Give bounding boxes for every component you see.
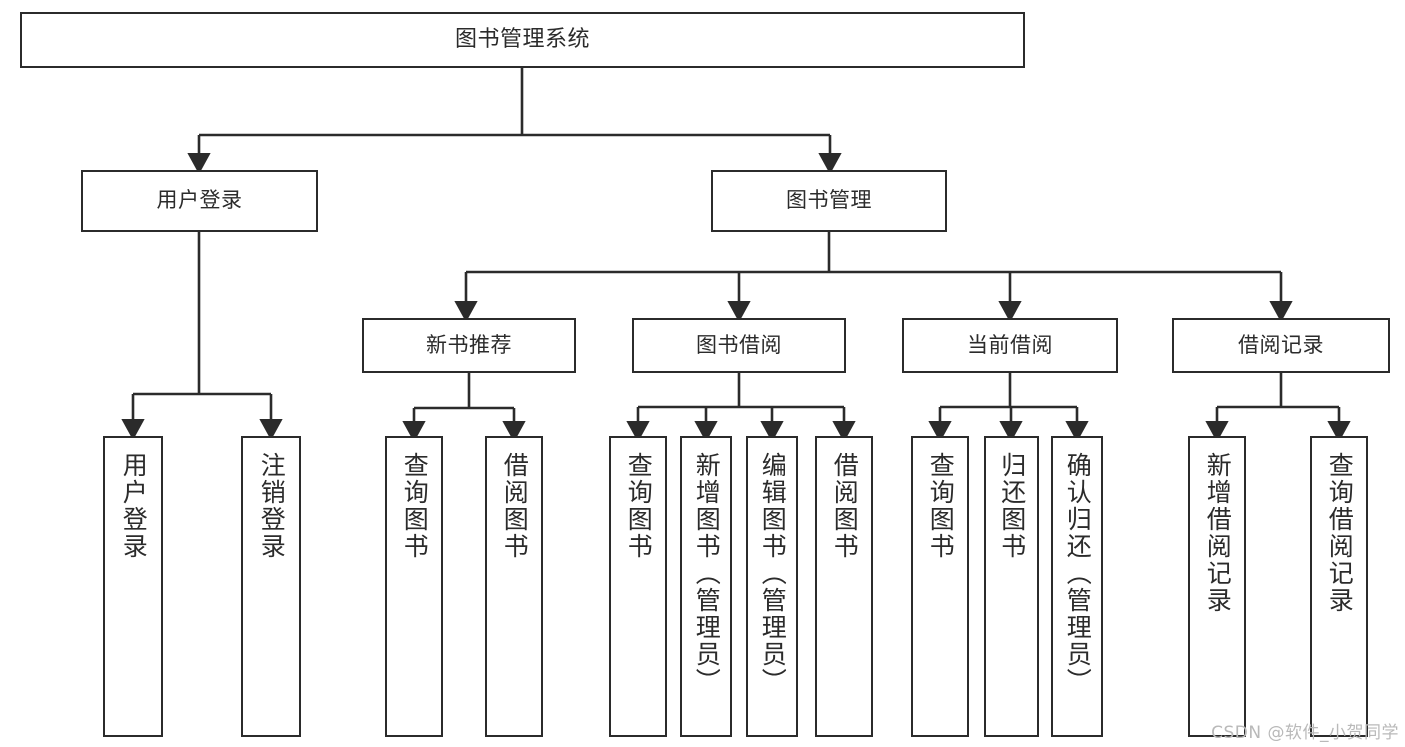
leaf-query-book-borrow[interactable]: 查询图书: [609, 436, 667, 737]
watermark: CSDN @软件_小贺同学: [1211, 723, 1399, 743]
leaf-query-record[interactable]: 查询借阅记录: [1310, 436, 1368, 737]
node-root-system[interactable]: 图书管理系统: [20, 12, 1025, 68]
leaf-add-book[interactable]: 新增图书（管理员）: [680, 436, 732, 737]
node-current-borrow[interactable]: 当前借阅: [902, 318, 1118, 373]
node-label: 注销登录: [257, 452, 287, 560]
node-label: 查询图书: [926, 452, 956, 560]
leaf-query-book-rec[interactable]: 查询图书: [385, 436, 443, 737]
leaf-user-logout[interactable]: 注销登录: [241, 436, 301, 737]
node-label: 图书管理: [786, 188, 872, 213]
node-label: 编辑图书（管理员）: [758, 452, 788, 695]
node-label: 借阅记录: [1238, 332, 1324, 357]
leaf-user-login[interactable]: 用户登录: [103, 436, 163, 737]
node-book-borrow[interactable]: 图书借阅: [632, 318, 846, 373]
node-label: 图书借阅: [696, 332, 782, 357]
node-label: 当前借阅: [967, 332, 1053, 357]
node-label: 用户登录: [156, 188, 243, 213]
leaf-return-book[interactable]: 归还图书: [984, 436, 1039, 737]
node-label: 新书推荐: [426, 332, 512, 357]
node-label: 新增借阅记录: [1203, 452, 1233, 614]
node-book-manage[interactable]: 图书管理: [711, 170, 947, 232]
leaf-query-book-cur[interactable]: 查询图书: [911, 436, 969, 737]
node-user-login[interactable]: 用户登录: [81, 170, 318, 232]
node-label: 借阅图书: [830, 452, 860, 560]
leaf-borrow-book-rec[interactable]: 借阅图书: [485, 436, 543, 737]
node-label: 归还图书: [997, 452, 1027, 560]
node-label: 借阅图书: [500, 452, 530, 560]
node-label: 新增图书（管理员）: [692, 452, 722, 695]
node-label: 用户登录: [119, 452, 149, 560]
leaf-borrow-book[interactable]: 借阅图书: [815, 436, 873, 737]
leaf-add-record[interactable]: 新增借阅记录: [1188, 436, 1246, 737]
node-label: 确认归还（管理员）: [1063, 452, 1093, 695]
leaf-edit-book[interactable]: 编辑图书（管理员）: [746, 436, 798, 737]
node-new-book-rec[interactable]: 新书推荐: [362, 318, 576, 373]
leaf-confirm-return[interactable]: 确认归还（管理员）: [1051, 436, 1103, 737]
node-borrow-record[interactable]: 借阅记录: [1172, 318, 1390, 373]
node-label: 图书管理系统: [454, 26, 590, 52]
node-label: 查询借阅记录: [1325, 452, 1355, 614]
node-label: 查询图书: [624, 452, 654, 560]
node-label: 查询图书: [400, 452, 430, 560]
